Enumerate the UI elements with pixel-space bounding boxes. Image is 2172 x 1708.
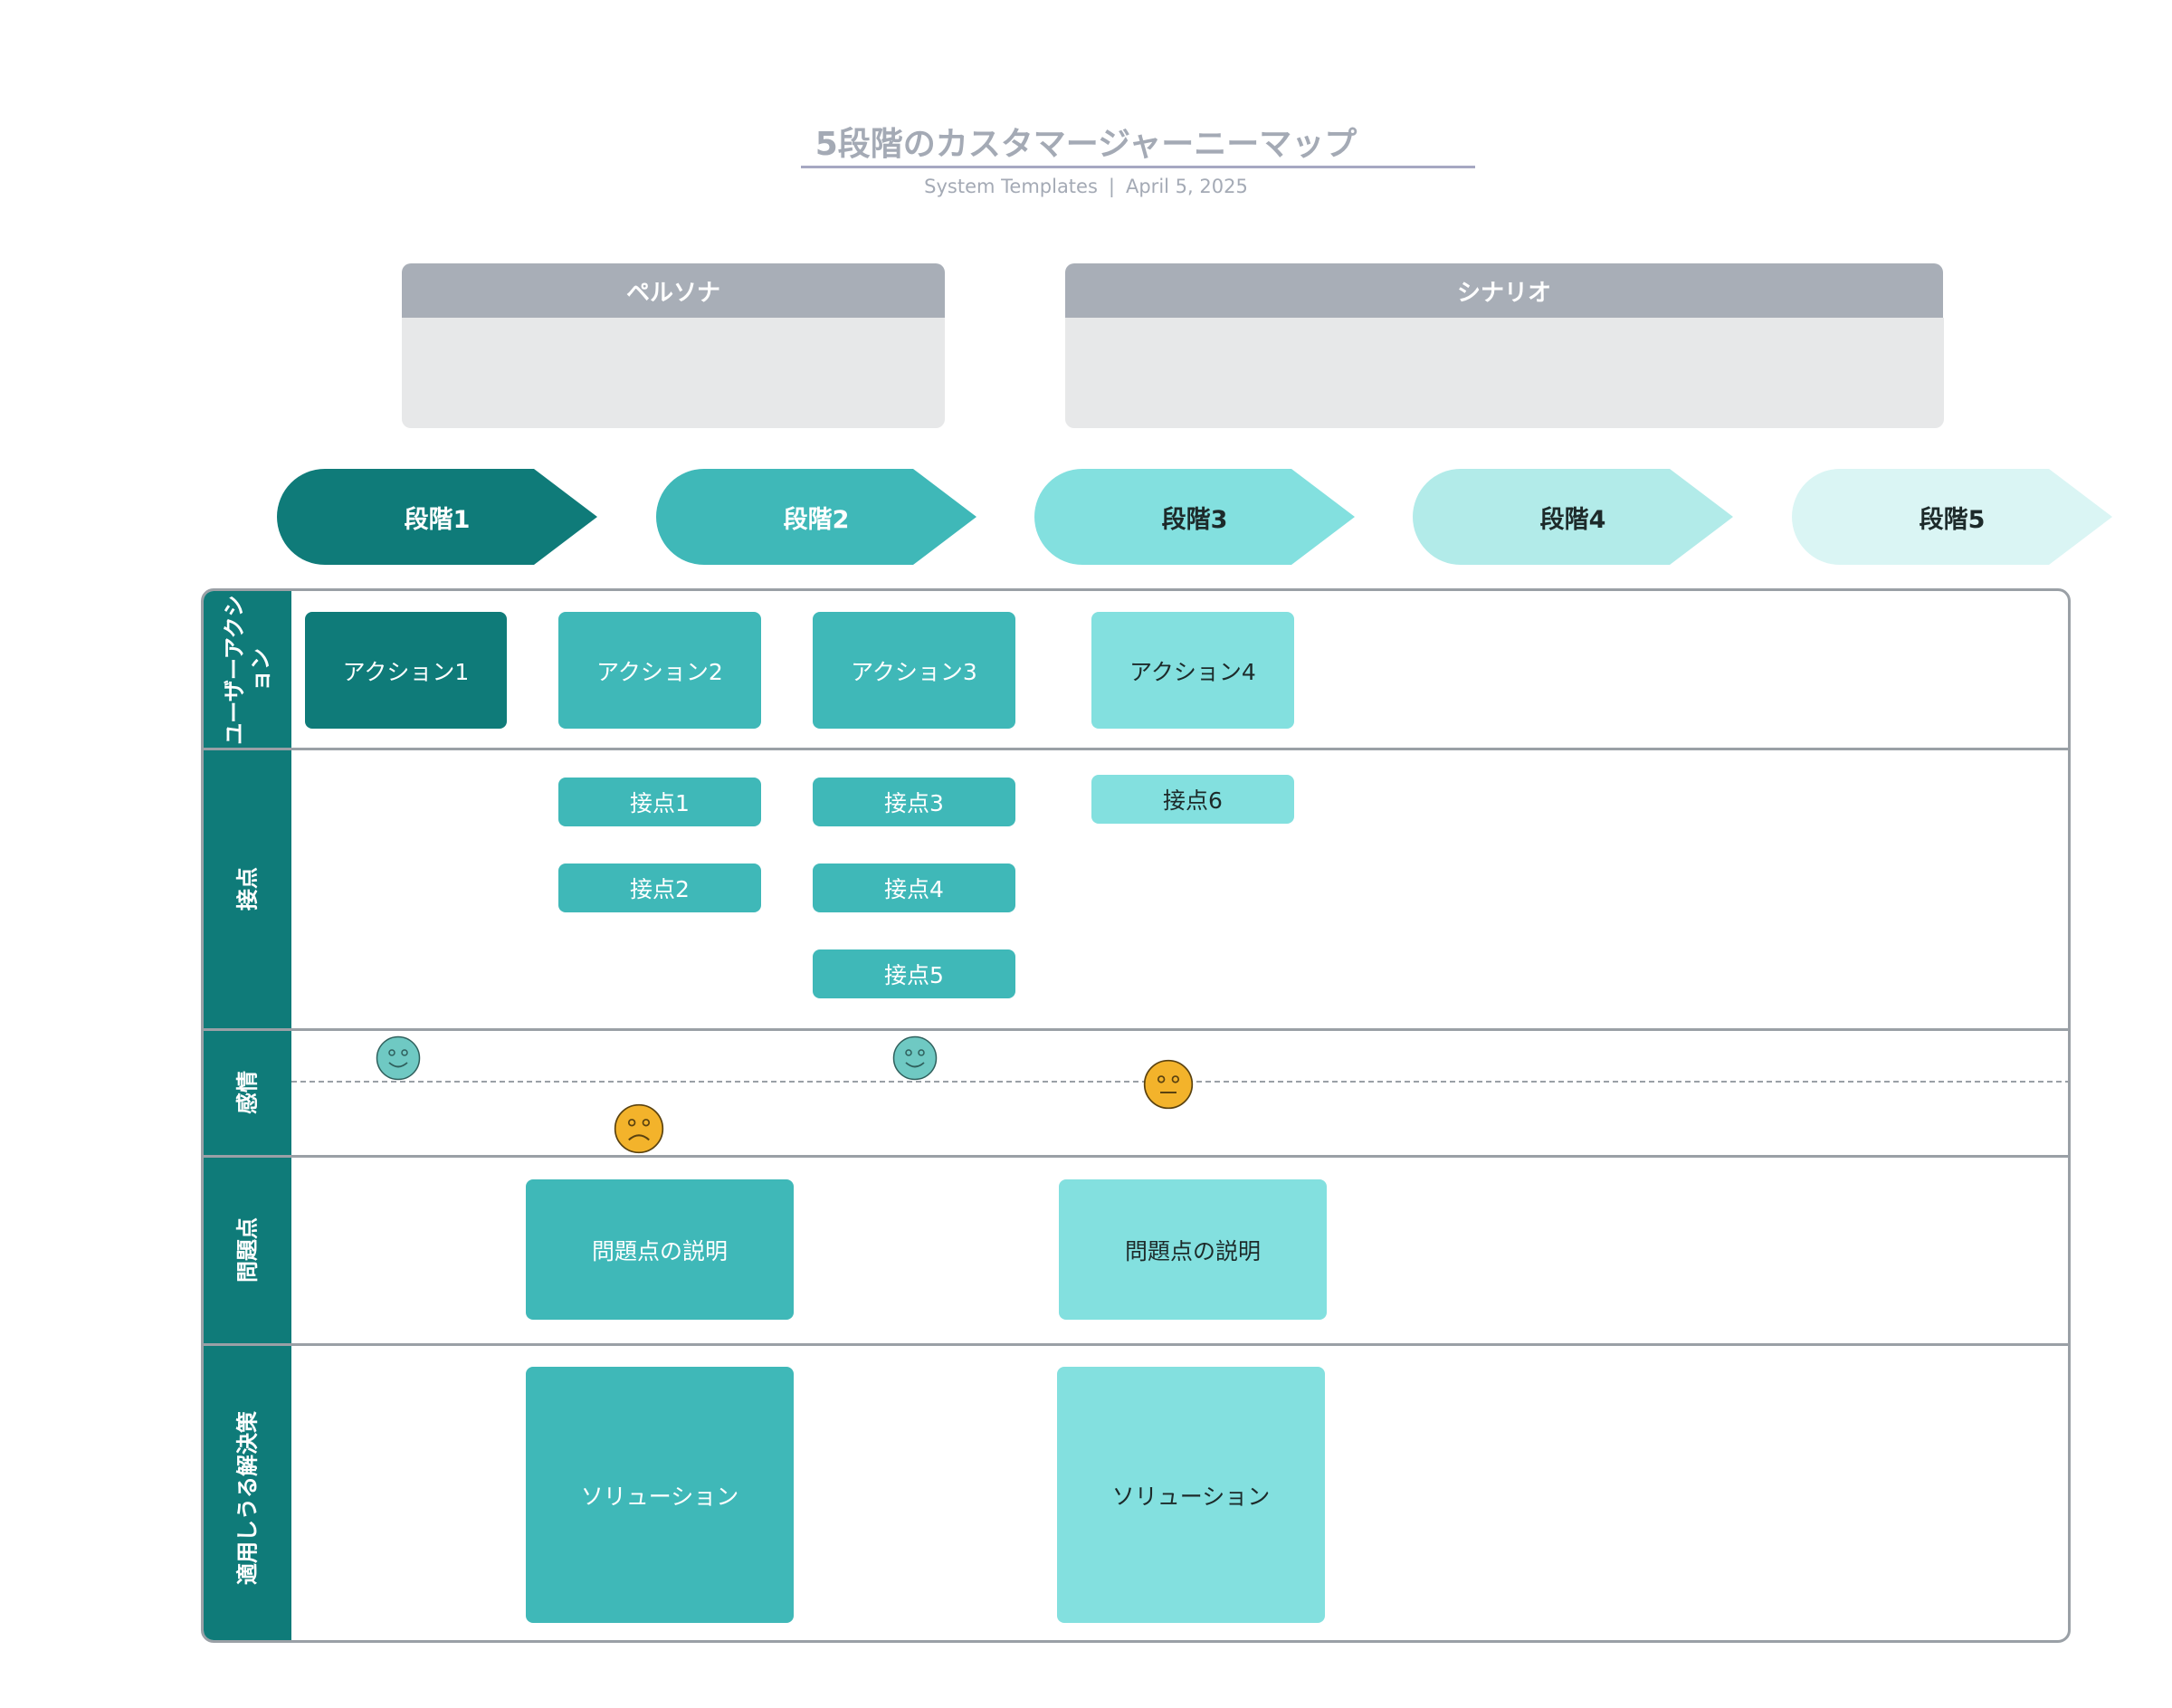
stage-1-shape	[277, 469, 597, 565]
lane-label-solutions: 適用しうる解決策	[204, 1344, 291, 1640]
neutral-face-icon[interactable]	[1143, 1059, 1194, 1110]
persona-header: ペルソナ	[402, 263, 945, 318]
author-label: System Templates	[924, 176, 1098, 197]
solution-card-1[interactable]: ソリューション	[526, 1367, 794, 1623]
stage-5-shape	[1792, 469, 2112, 565]
persona-panel[interactable]	[402, 318, 945, 428]
stage-5[interactable]: 段階5	[1792, 469, 2112, 565]
stage-1-label: 段階1	[404, 505, 471, 534]
lane-label-touchpoints: 接点	[204, 749, 291, 1029]
smile-face-icon[interactable]	[892, 1035, 938, 1081]
stage-2[interactable]: 段階2	[656, 469, 976, 565]
lane-label-pain-points: 問題点	[204, 1156, 291, 1344]
stage-5-label: 段階5	[1919, 505, 1986, 534]
pain-point-card-1[interactable]: 問題点の説明	[526, 1179, 794, 1320]
title-underline	[801, 166, 1475, 168]
action-card-3[interactable]: アクション3	[813, 612, 1015, 729]
lane-label-emotions: 感情	[204, 1029, 291, 1156]
stage-4[interactable]: 段階4	[1413, 469, 1733, 565]
lane-label-solutions-text: 適用しうる解決策	[234, 1411, 261, 1585]
lane-label-user-actions-text: ユーザーアクション	[221, 595, 273, 745]
lane-label-emotions-text: 感情	[234, 1071, 261, 1114]
stage-3[interactable]: 段階3	[1034, 469, 1355, 565]
action-card-2[interactable]: アクション2	[558, 612, 761, 729]
stage-4-label: 段階4	[1539, 505, 1606, 534]
stage-2-shape	[656, 469, 976, 565]
touchpoint-3[interactable]: 接点3	[813, 778, 1015, 826]
lane-label-user-actions: ユーザーアクション	[204, 591, 291, 749]
frown-face-icon[interactable]	[614, 1103, 664, 1154]
action-card-4[interactable]: アクション4	[1091, 612, 1294, 729]
stage-3-shape	[1034, 469, 1355, 565]
stage-2-label: 段階2	[783, 505, 850, 534]
touchpoint-1[interactable]: 接点1	[558, 778, 761, 826]
lane-divider	[204, 1155, 2068, 1158]
lane-divider	[204, 1028, 2068, 1031]
touchpoint-5[interactable]: 接点5	[813, 949, 1015, 998]
lane-label-touchpoints-text: 接点	[234, 867, 261, 911]
touchpoint-2[interactable]: 接点2	[558, 864, 761, 912]
stage-1[interactable]: 段階1	[277, 469, 597, 565]
lane-label-pain-points-text: 問題点	[234, 1217, 261, 1283]
stage-4-shape	[1413, 469, 1733, 565]
subtitle-separator: |	[1108, 176, 1115, 197]
page-title: 5段階のカスタマージャーニーマップ	[814, 126, 1358, 163]
pain-point-card-2[interactable]: 問題点の説明	[1059, 1179, 1327, 1320]
lane-divider	[204, 748, 2068, 750]
date-label: April 5, 2025	[1125, 176, 1248, 197]
lane-divider	[204, 1343, 2068, 1346]
touchpoint-4[interactable]: 接点4	[813, 864, 1015, 912]
stage-3-label: 段階3	[1161, 505, 1228, 534]
swimlane-frame: ユーザーアクション 接点 感情 問題点 適用しうる解決策	[201, 588, 2071, 1643]
scenario-panel[interactable]	[1065, 318, 1944, 428]
touchpoint-6[interactable]: 接点6	[1091, 775, 1294, 824]
solution-card-2[interactable]: ソリューション	[1057, 1367, 1325, 1623]
scenario-header: シナリオ	[1065, 263, 1943, 318]
action-card-1[interactable]: アクション1	[305, 612, 507, 729]
smile-face-icon[interactable]	[376, 1035, 421, 1081]
subtitle: System Templates | April 5, 2025	[0, 176, 2172, 197]
